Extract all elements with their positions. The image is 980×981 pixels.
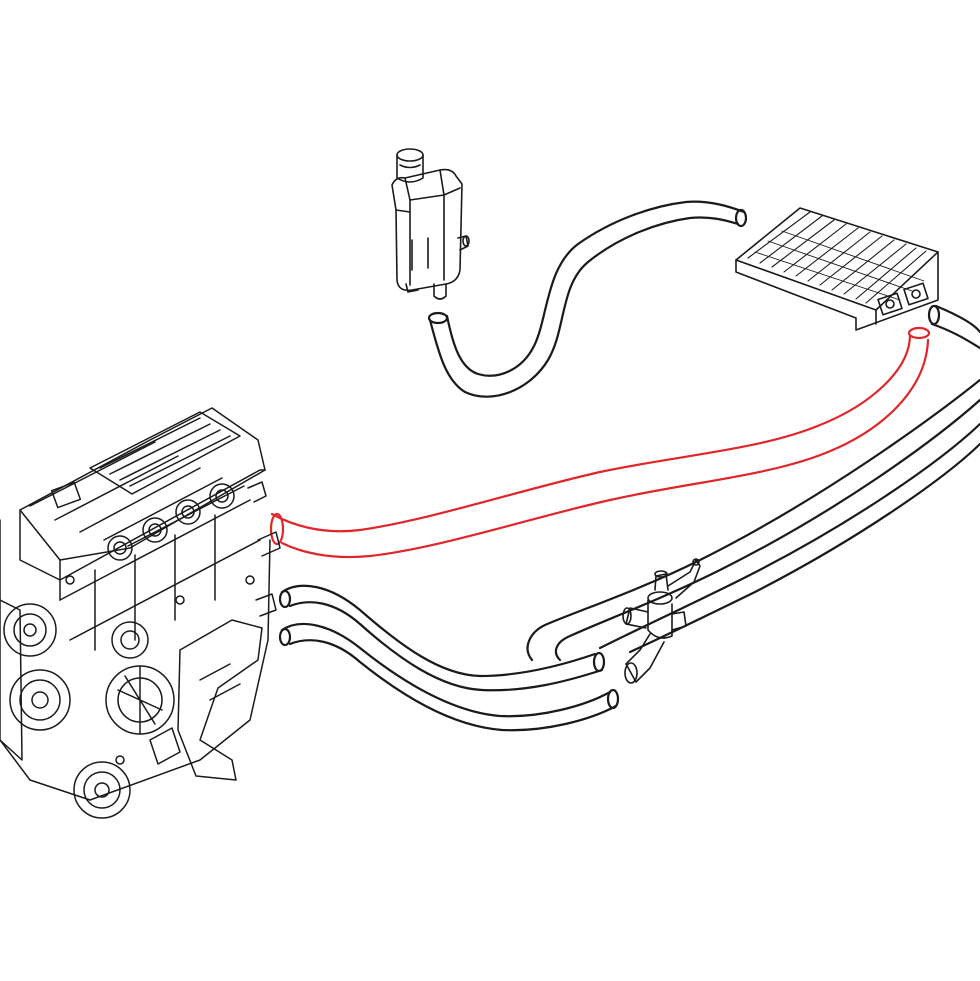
long-hoses — [526, 304, 980, 662]
expansion-tank — [391, 148, 470, 300]
tank-hose — [427, 200, 748, 398]
heater-valve — [622, 558, 701, 684]
heater-core — [735, 207, 939, 331]
lower-hoses — [278, 584, 620, 732]
heater-hose-highlighted — [269, 326, 931, 559]
engine — [0, 407, 281, 819]
